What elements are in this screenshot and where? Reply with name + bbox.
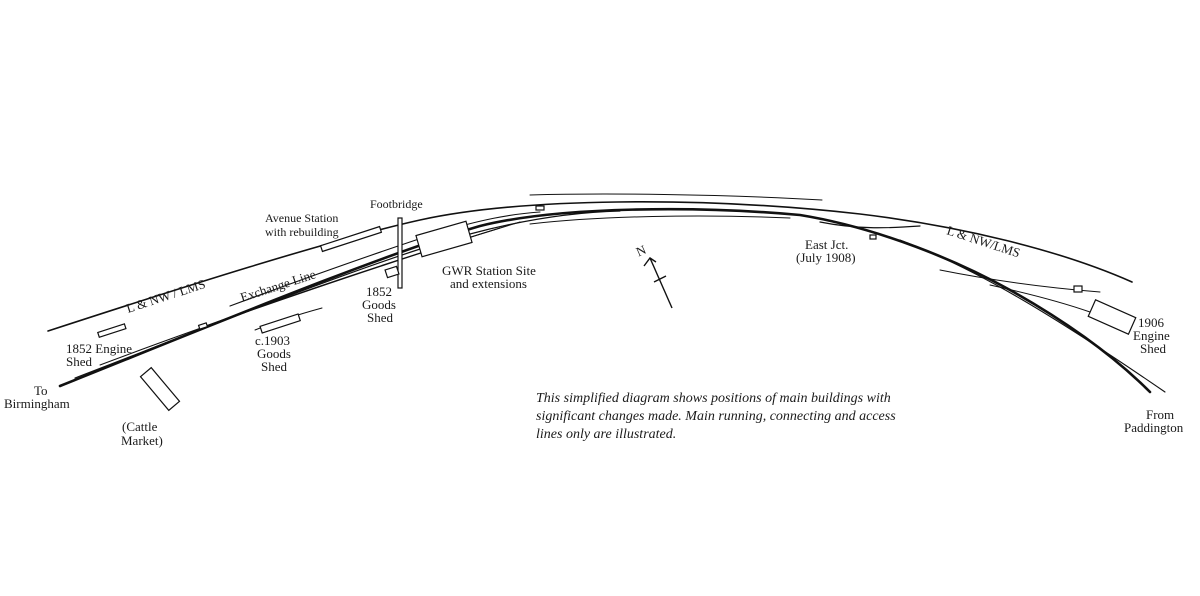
note-line-1: This simplified diagram shows positions … (536, 391, 891, 406)
avenue-station-label-2: with rebuilding (265, 225, 339, 239)
engine-1852-label-2: Shed (66, 354, 93, 369)
goods-shed-1903 (259, 313, 302, 334)
engine-shed-1852 (97, 323, 127, 338)
goods-1852-label-2: Goods (362, 297, 396, 312)
engine-1852-label: 1852 Engine (66, 341, 132, 356)
engine-shed-access (989, 284, 1091, 313)
from-paddington-label-2: Paddington (1124, 420, 1184, 435)
engine-shed-branch (939, 269, 1101, 293)
lnw-lms-line (47, 201, 1133, 332)
goods-1903-label: c.1903 (255, 333, 290, 348)
engine-1906-label-3: Shed (1140, 341, 1167, 356)
goods-1903-label-3: Shed (261, 359, 288, 374)
footbridge (397, 217, 403, 289)
to-birmingham-label-2: Birmingham (4, 396, 70, 411)
small-building-top (535, 205, 545, 211)
engine-1906-label: 1906 (1138, 315, 1165, 330)
lnw-lms-left-label: L & NW / LMS (124, 276, 207, 316)
gwr-station-building (415, 220, 473, 258)
avenue-station-building (319, 225, 383, 253)
gwr-station-label: GWR Station Site (442, 263, 536, 278)
small-building-left (197, 322, 209, 330)
gwr-siding-line (199, 221, 521, 329)
avenue-station-label: Avenue Station (265, 211, 338, 225)
to-birmingham-label: To (34, 383, 48, 398)
cattle-market-label: (Cattle (122, 419, 158, 434)
east-jct-label-2: (July 1908) (796, 250, 856, 265)
goods-shed-1852 (384, 265, 400, 279)
east-jct-label: East Jct. (805, 237, 848, 252)
small-building-east (1073, 285, 1083, 293)
engine-1906-label-2: Engine (1133, 328, 1170, 343)
goods-1852-label: 1852 (366, 284, 392, 299)
goods-1903-label-2: Goods (257, 346, 291, 361)
cattle-market (139, 366, 181, 412)
from-paddington-label: From (1146, 407, 1174, 422)
gwr-station-label-2: and extensions (450, 276, 527, 291)
note-line-2: significant changes made. Main running, … (536, 409, 896, 424)
north-arrow-icon: N (634, 242, 673, 309)
lower-siding (529, 215, 791, 225)
upper-siding (529, 193, 823, 201)
cattle-market-label-2: Market) (121, 433, 163, 448)
goods-1852-label-3: Shed (367, 310, 394, 325)
gwr-main-line (58, 207, 1152, 394)
east-jct-connection (819, 221, 921, 229)
note-line-3: lines only are illustrated. (536, 427, 676, 442)
engine-shed-1906 (1087, 299, 1137, 335)
footbridge-label: Footbridge (370, 197, 423, 211)
lnw-lms-right-label: L & NW/LMS (945, 223, 1022, 261)
north-label: N (634, 242, 649, 260)
paddington-line-2 (899, 239, 1166, 393)
small-building-jct (869, 234, 877, 240)
